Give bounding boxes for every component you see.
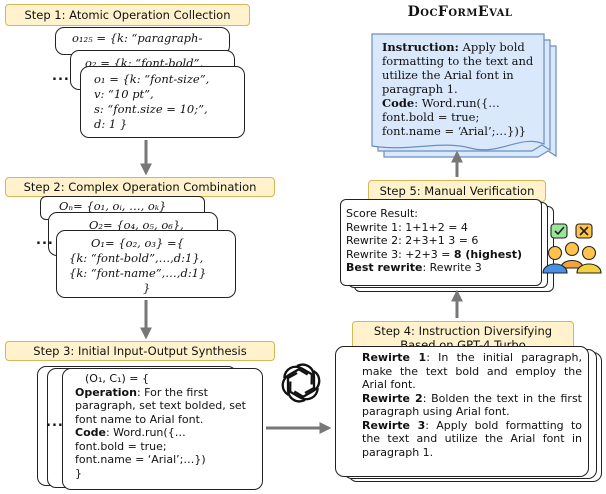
- synthesis-code-line-1: : Word.run({…: [105, 426, 186, 439]
- step-4-line-1: Step 4: Instruction Diversifying: [373, 324, 553, 338]
- complex-front-line-4: }: [143, 281, 151, 295]
- diversify-rewrite-2-text: : Bolden the text in the first paragraph…: [362, 391, 582, 419]
- diversify-rewrite-2-label: Rewirte 2: [362, 391, 423, 405]
- atomic-front-line-3: s: “font.size = 10;”,: [94, 102, 208, 116]
- output-instruction-text: Apply bold formatting to the text and ut…: [382, 40, 534, 96]
- output-code-line-1: : Word.run({…: [414, 96, 500, 110]
- diversify-rewrite-3-text: : Apply bold formatting to the text and …: [362, 418, 582, 459]
- diversify-rewrite-3-label: Rewirte 3: [362, 418, 426, 432]
- verification-card-front: Score Result: Rewrite 1: 1+1+2 = 4 Rewri…: [340, 199, 542, 286]
- output-code-line-3: font.name = ‘Arial’;…})}: [382, 124, 527, 138]
- output-code-label: Code: [382, 96, 415, 110]
- step-3-label: Step 3: Initial Input-Output Synthesis: [5, 341, 275, 361]
- verification-line-3: Rewrite 3: +2+3 = 8 (highest): [346, 248, 541, 262]
- synthesis-code: Code: Word.run({…: [75, 426, 254, 440]
- synthesis-code-label: Code: [75, 426, 106, 439]
- atomic-front-line-1: o₁ = {k: “font-size”,: [94, 72, 210, 86]
- complex-front-line-3: {k: “font-name”,…,d:1}: [69, 266, 207, 280]
- synthesis-header: (O₁, C₁) = {: [85, 372, 149, 385]
- output-document-text: Instruction: Apply bold formatting to th…: [382, 40, 540, 138]
- synthesis-operation: Operation: For the first paragraph, set …: [75, 386, 254, 427]
- atomic-front-line-2: v: “10 pt”,: [94, 87, 154, 101]
- diversify-rewrite-1: Rewirte 1: In the initial paragraph, mak…: [362, 351, 582, 392]
- synthesis-code-line-2: font.bold = true;: [75, 439, 167, 453]
- synthesis-operation-label: Operation: [75, 385, 137, 399]
- cross-icon: [579, 226, 589, 236]
- output-code-line-2: font.bold = true;: [382, 110, 480, 124]
- complex-ellipsis: ...: [36, 233, 54, 248]
- complex-back-2-text: O₂= {o₄, o₅, o₆},: [89, 218, 184, 232]
- atomic-card-front: o₁ = {k: “font-size”, v: “10 pt”, s: “fo…: [80, 66, 245, 138]
- check-icon: [554, 226, 565, 236]
- diversify-rewrite-3: Rewirte 3: Apply bold formatting to the …: [362, 419, 582, 460]
- output-instruction: Instruction: Apply bold formatting to th…: [382, 40, 540, 96]
- verification-line-2: Rewrite 2: 2+3+1 3 = 6: [346, 234, 479, 247]
- synthesis-code-line-3: font.name = ‘Arial’;…}): [75, 453, 206, 466]
- verification-line-3-text: Rewrite 3: +2+3 =: [346, 247, 454, 261]
- verification-line-1: Rewrite 1: 1+1+2 = 4: [346, 220, 468, 234]
- complex-front-line-1: O₁= {o₂, o₃} ={: [91, 236, 184, 250]
- diversify-rewrite-1-label: Rewirte 1: [362, 351, 427, 364]
- step-2-label: Step 2: Complex Operation Combination: [5, 177, 275, 197]
- diversify-rewrite-2: Rewirte 2: Bolden the text in the first …: [362, 392, 582, 419]
- synthesis-card-front: (O₁, C₁) = { Operation: For the first pa…: [62, 368, 263, 490]
- diversify-rewrite-1-text: : In the initial paragraph, make the tex…: [362, 351, 582, 391]
- output-code: Code: Word.run({…: [382, 96, 540, 110]
- step-1-label: Step 1: Atomic Operation Collection: [5, 4, 250, 26]
- atomic-back-1-text: o₁₂₅ = {k: “paragraph-: [72, 31, 203, 45]
- complex-back-1-text: Oₙ= {o₁, oᵢ, …, oₖ}: [59, 199, 167, 213]
- verification-best-label: Best rewrite: [346, 261, 423, 274]
- verification-best-value: 8 (highest): [453, 247, 523, 261]
- verification-heading: Score Result:: [346, 207, 418, 220]
- atomic-ellipsis: ...: [52, 69, 70, 84]
- atomic-front-line-4: d: 1 }: [94, 117, 128, 131]
- output-instruction-label: Instruction:: [382, 40, 459, 54]
- diversify-card-front: Rewirte 1: In the initial paragraph, mak…: [335, 346, 589, 477]
- complex-card-front: O₁= {o₂, o₃} ={ {k: “font-bold”,…,d:1}, …: [56, 230, 236, 298]
- synthesis-operation-text: : For the first paragraph, set text bold…: [75, 385, 246, 426]
- diagram-title: DocFormEval: [407, 4, 513, 20]
- complex-front-line-2: {k: “font-bold”,…,d:1},: [69, 251, 204, 265]
- synthesis-close: }: [75, 466, 82, 480]
- verification-best: Best rewrite: Rewrite 3: [346, 261, 541, 275]
- synthesis-ellipsis: ...: [46, 415, 64, 430]
- verification-best-text: : Rewrite 3: [422, 261, 482, 274]
